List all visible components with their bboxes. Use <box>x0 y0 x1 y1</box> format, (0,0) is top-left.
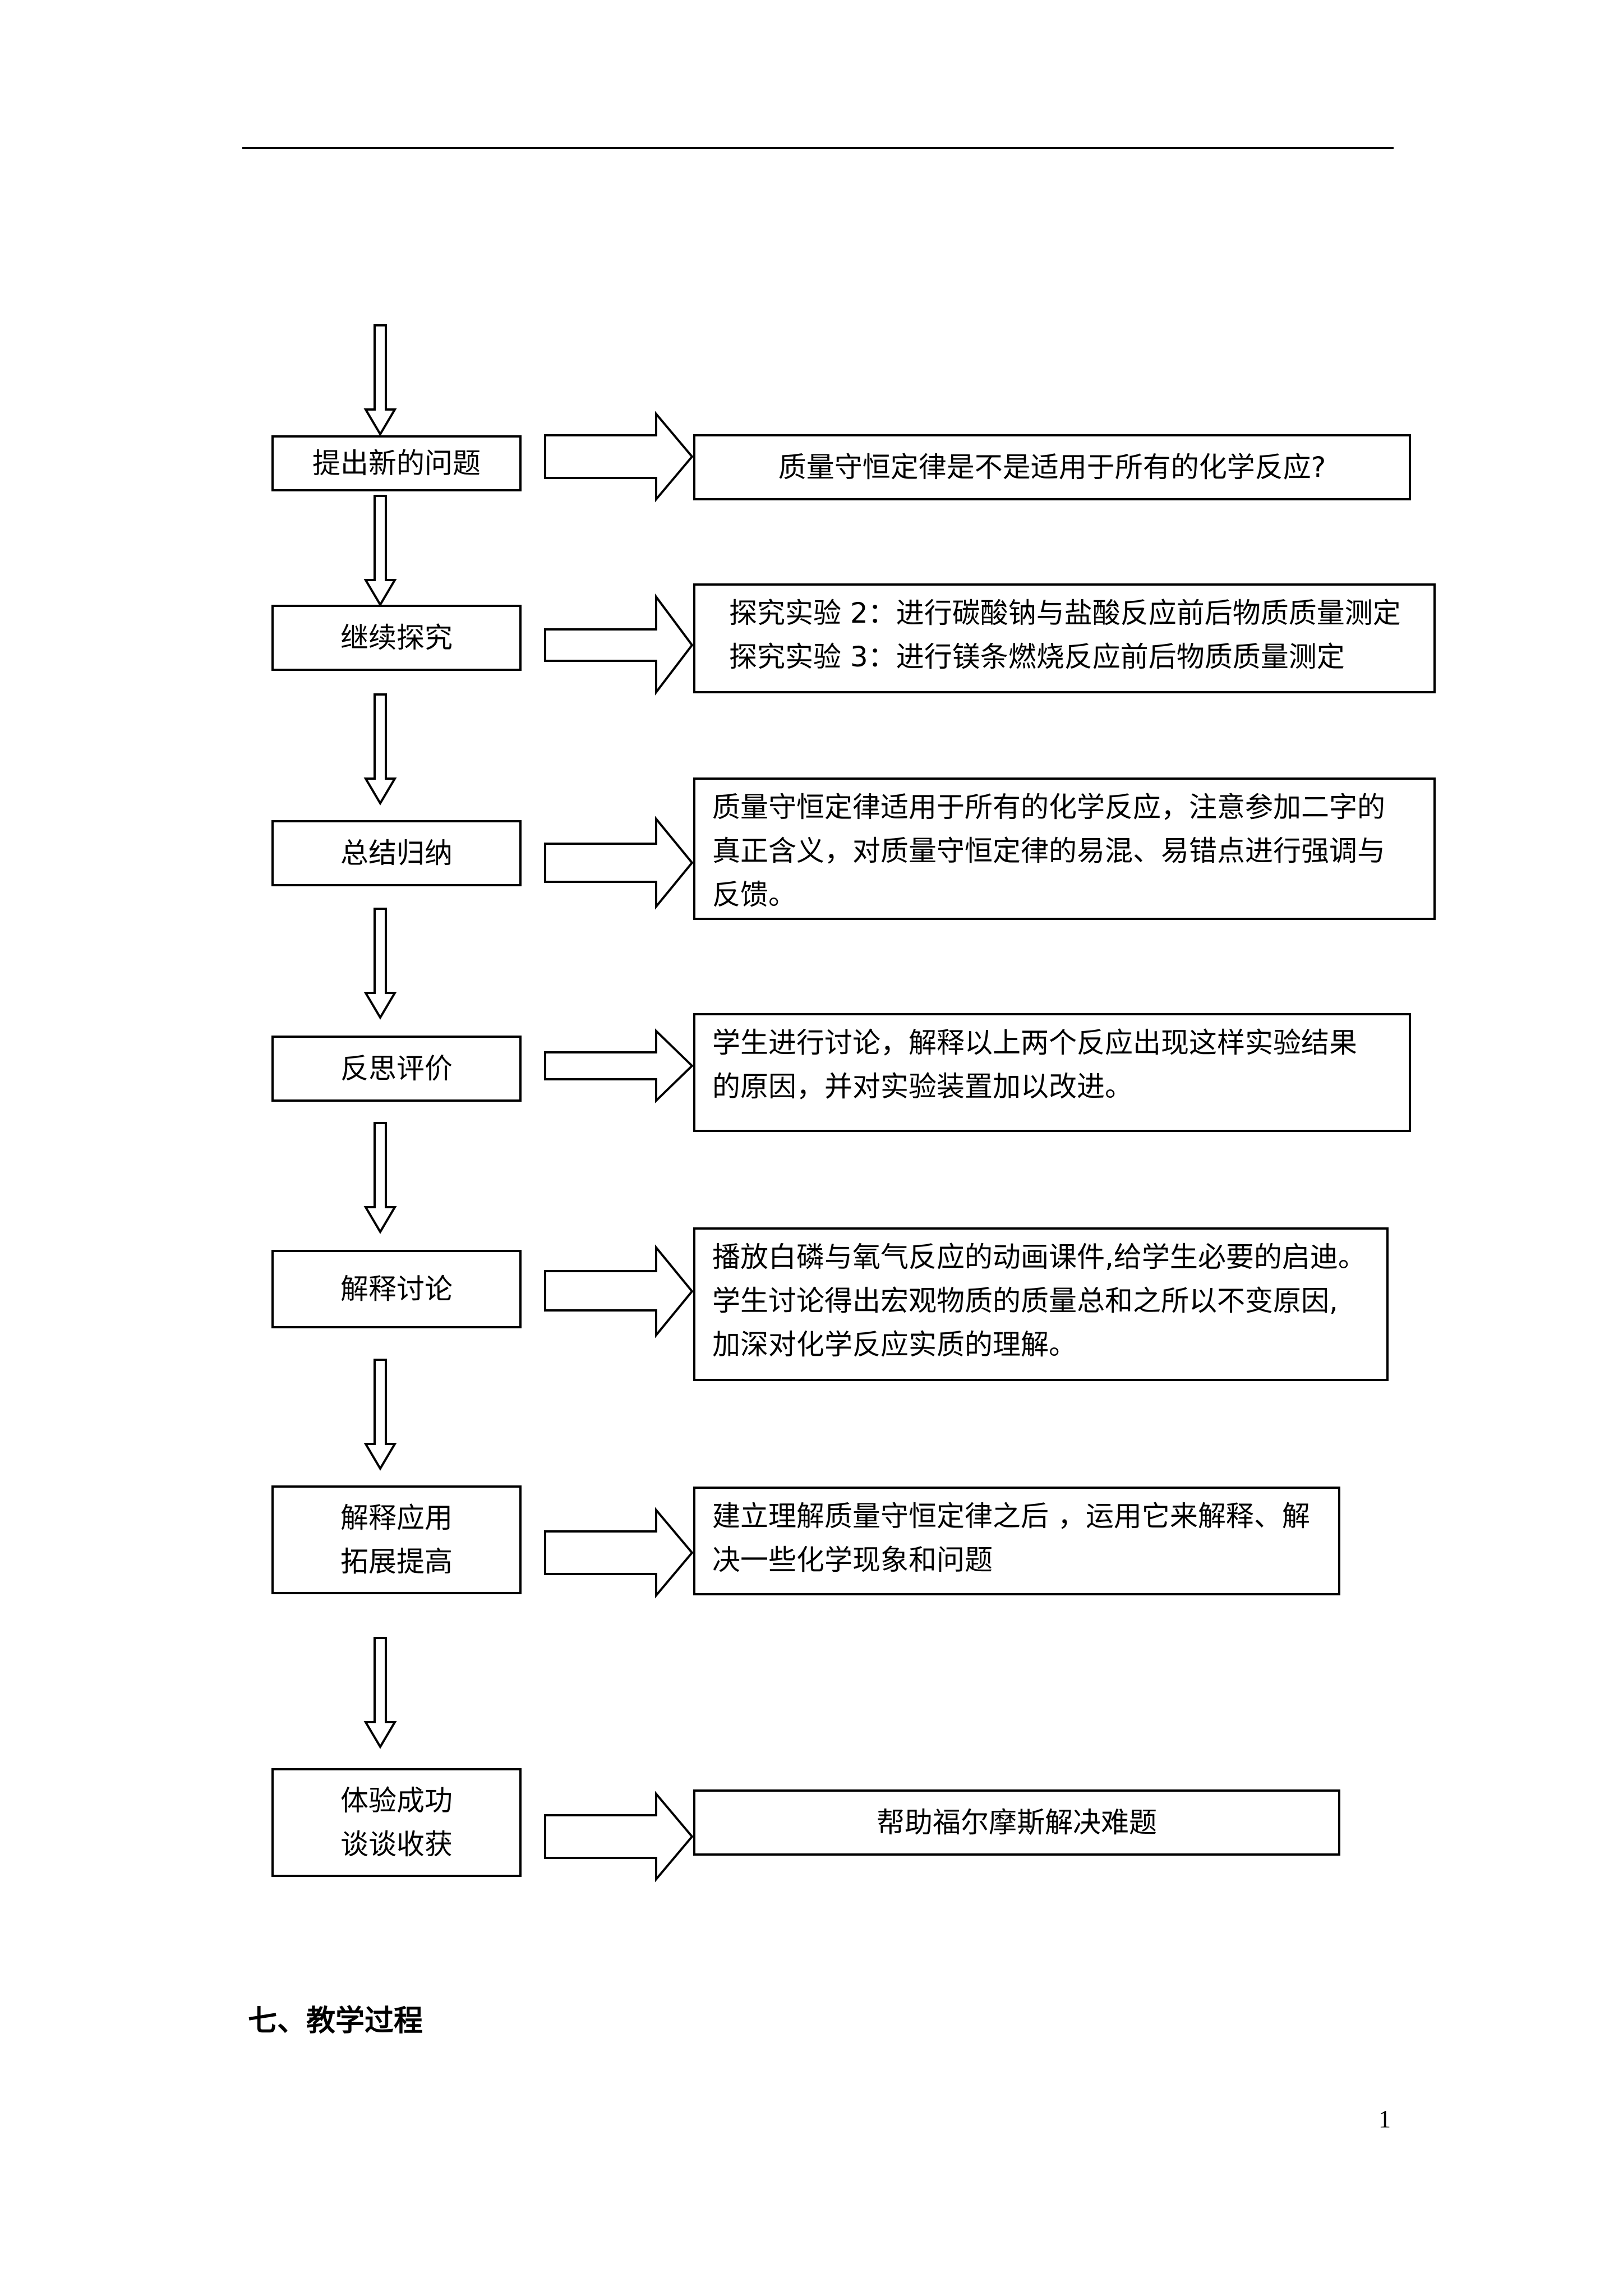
stage-box: 体验成功 谈谈收获 <box>271 1768 522 1877</box>
stage-box: 总结归纳 <box>271 820 522 886</box>
right-arrow <box>544 411 694 503</box>
header-rule <box>242 147 1394 149</box>
detail-line: 探究实验 2：进行碳酸钠与盐酸反应前后物质质量测定 <box>729 597 1401 629</box>
detail-box: 帮助福尔摩斯解决难题 <box>693 1789 1340 1856</box>
right-arrow <box>544 1028 694 1103</box>
right-arrow <box>544 1507 694 1599</box>
stage-box: 继续探究 <box>271 605 522 671</box>
stage-label: 拓展提高 <box>340 1545 453 1578</box>
section-heading: 七、教学过程 <box>248 2004 423 2038</box>
detail-box: 质量守恒定律是不是适用于所有的化学反应? <box>693 434 1411 500</box>
right-arrow <box>544 1791 694 1883</box>
stage-label: 解释应用 <box>340 1502 453 1534</box>
down-arrow <box>363 495 397 607</box>
detail-line: 学生讨论得出宏观物质的质量总和之所以不变原因, <box>712 1285 1338 1317</box>
detail-line: 播放白磷与氧气反应的动画课件,给学生必要的启迪。 <box>712 1241 1366 1273</box>
detail-line: 决一些化学现象和问题 <box>712 1544 993 1576</box>
right-arrow <box>544 593 694 696</box>
stage-label: 解释讨论 <box>340 1273 453 1305</box>
stage-box: 解释讨论 <box>271 1250 522 1328</box>
detail-line: 反馈。 <box>712 878 796 911</box>
detail-box: 播放白磷与氧气反应的动画课件,给学生必要的启迪。 学生讨论得出宏观物质的质量总和… <box>693 1227 1389 1381</box>
detail-line: 质量守恒定律是不是适用于所有的化学反应? <box>778 451 1326 484</box>
right-arrow <box>544 1244 694 1338</box>
stage-box: 反思评价 <box>271 1036 522 1102</box>
down-arrow <box>363 1637 397 1749</box>
down-arrow <box>363 693 397 806</box>
detail-line: 探究实验 3：进行镁条燃烧反应前后物质质量测定 <box>729 641 1345 673</box>
detail-box: 探究实验 2：进行碳酸钠与盐酸反应前后物质质量测定 探究实验 3：进行镁条燃烧反… <box>693 583 1436 693</box>
stage-label: 提出新的问题 <box>312 447 481 480</box>
detail-line: 学生进行讨论，解释以上两个反应出现这样实验结果 <box>712 1027 1357 1059</box>
stage-label: 继续探究 <box>340 622 453 654</box>
detail-line: 帮助福尔摩斯解决难题 <box>877 1806 1157 1839</box>
detail-line: 加深对化学反应实质的理解。 <box>712 1328 1077 1361</box>
stage-label: 总结归纳 <box>340 837 453 869</box>
down-arrow <box>363 908 397 1020</box>
page-number: 1 <box>1378 2105 1391 2133</box>
stage-label: 体验成功 <box>340 1784 453 1817</box>
detail-line: 质量守恒定律适用于所有的化学反应，注意参加二字的 <box>712 791 1385 823</box>
stage-box: 提出新的问题 <box>271 435 522 491</box>
down-arrow <box>363 324 397 436</box>
stage-label: 谈谈收获 <box>340 1828 453 1861</box>
detail-box: 建立理解质量守恒定律之后 ，运用它来解释、解 决一些化学现象和问题 <box>693 1487 1340 1595</box>
detail-line: 真正含义，对质量守恒定律的易混、易错点进行强调与 <box>712 835 1385 867</box>
down-arrow <box>363 1359 397 1471</box>
detail-line: 建立理解质量守恒定律之后 ，运用它来解释、解 <box>712 1500 1310 1533</box>
stage-box: 解释应用 拓展提高 <box>271 1485 522 1594</box>
right-arrow <box>544 816 694 910</box>
detail-line: 的原因，并对实验装置加以改进。 <box>712 1070 1133 1103</box>
stage-label: 反思评价 <box>340 1052 453 1085</box>
detail-box: 学生进行讨论，解释以上两个反应出现这样实验结果 的原因，并对实验装置加以改进。 <box>693 1013 1411 1132</box>
down-arrow <box>363 1122 397 1234</box>
detail-box: 质量守恒定律适用于所有的化学反应，注意参加二字的 真正含义，对质量守恒定律的易混… <box>693 777 1436 920</box>
